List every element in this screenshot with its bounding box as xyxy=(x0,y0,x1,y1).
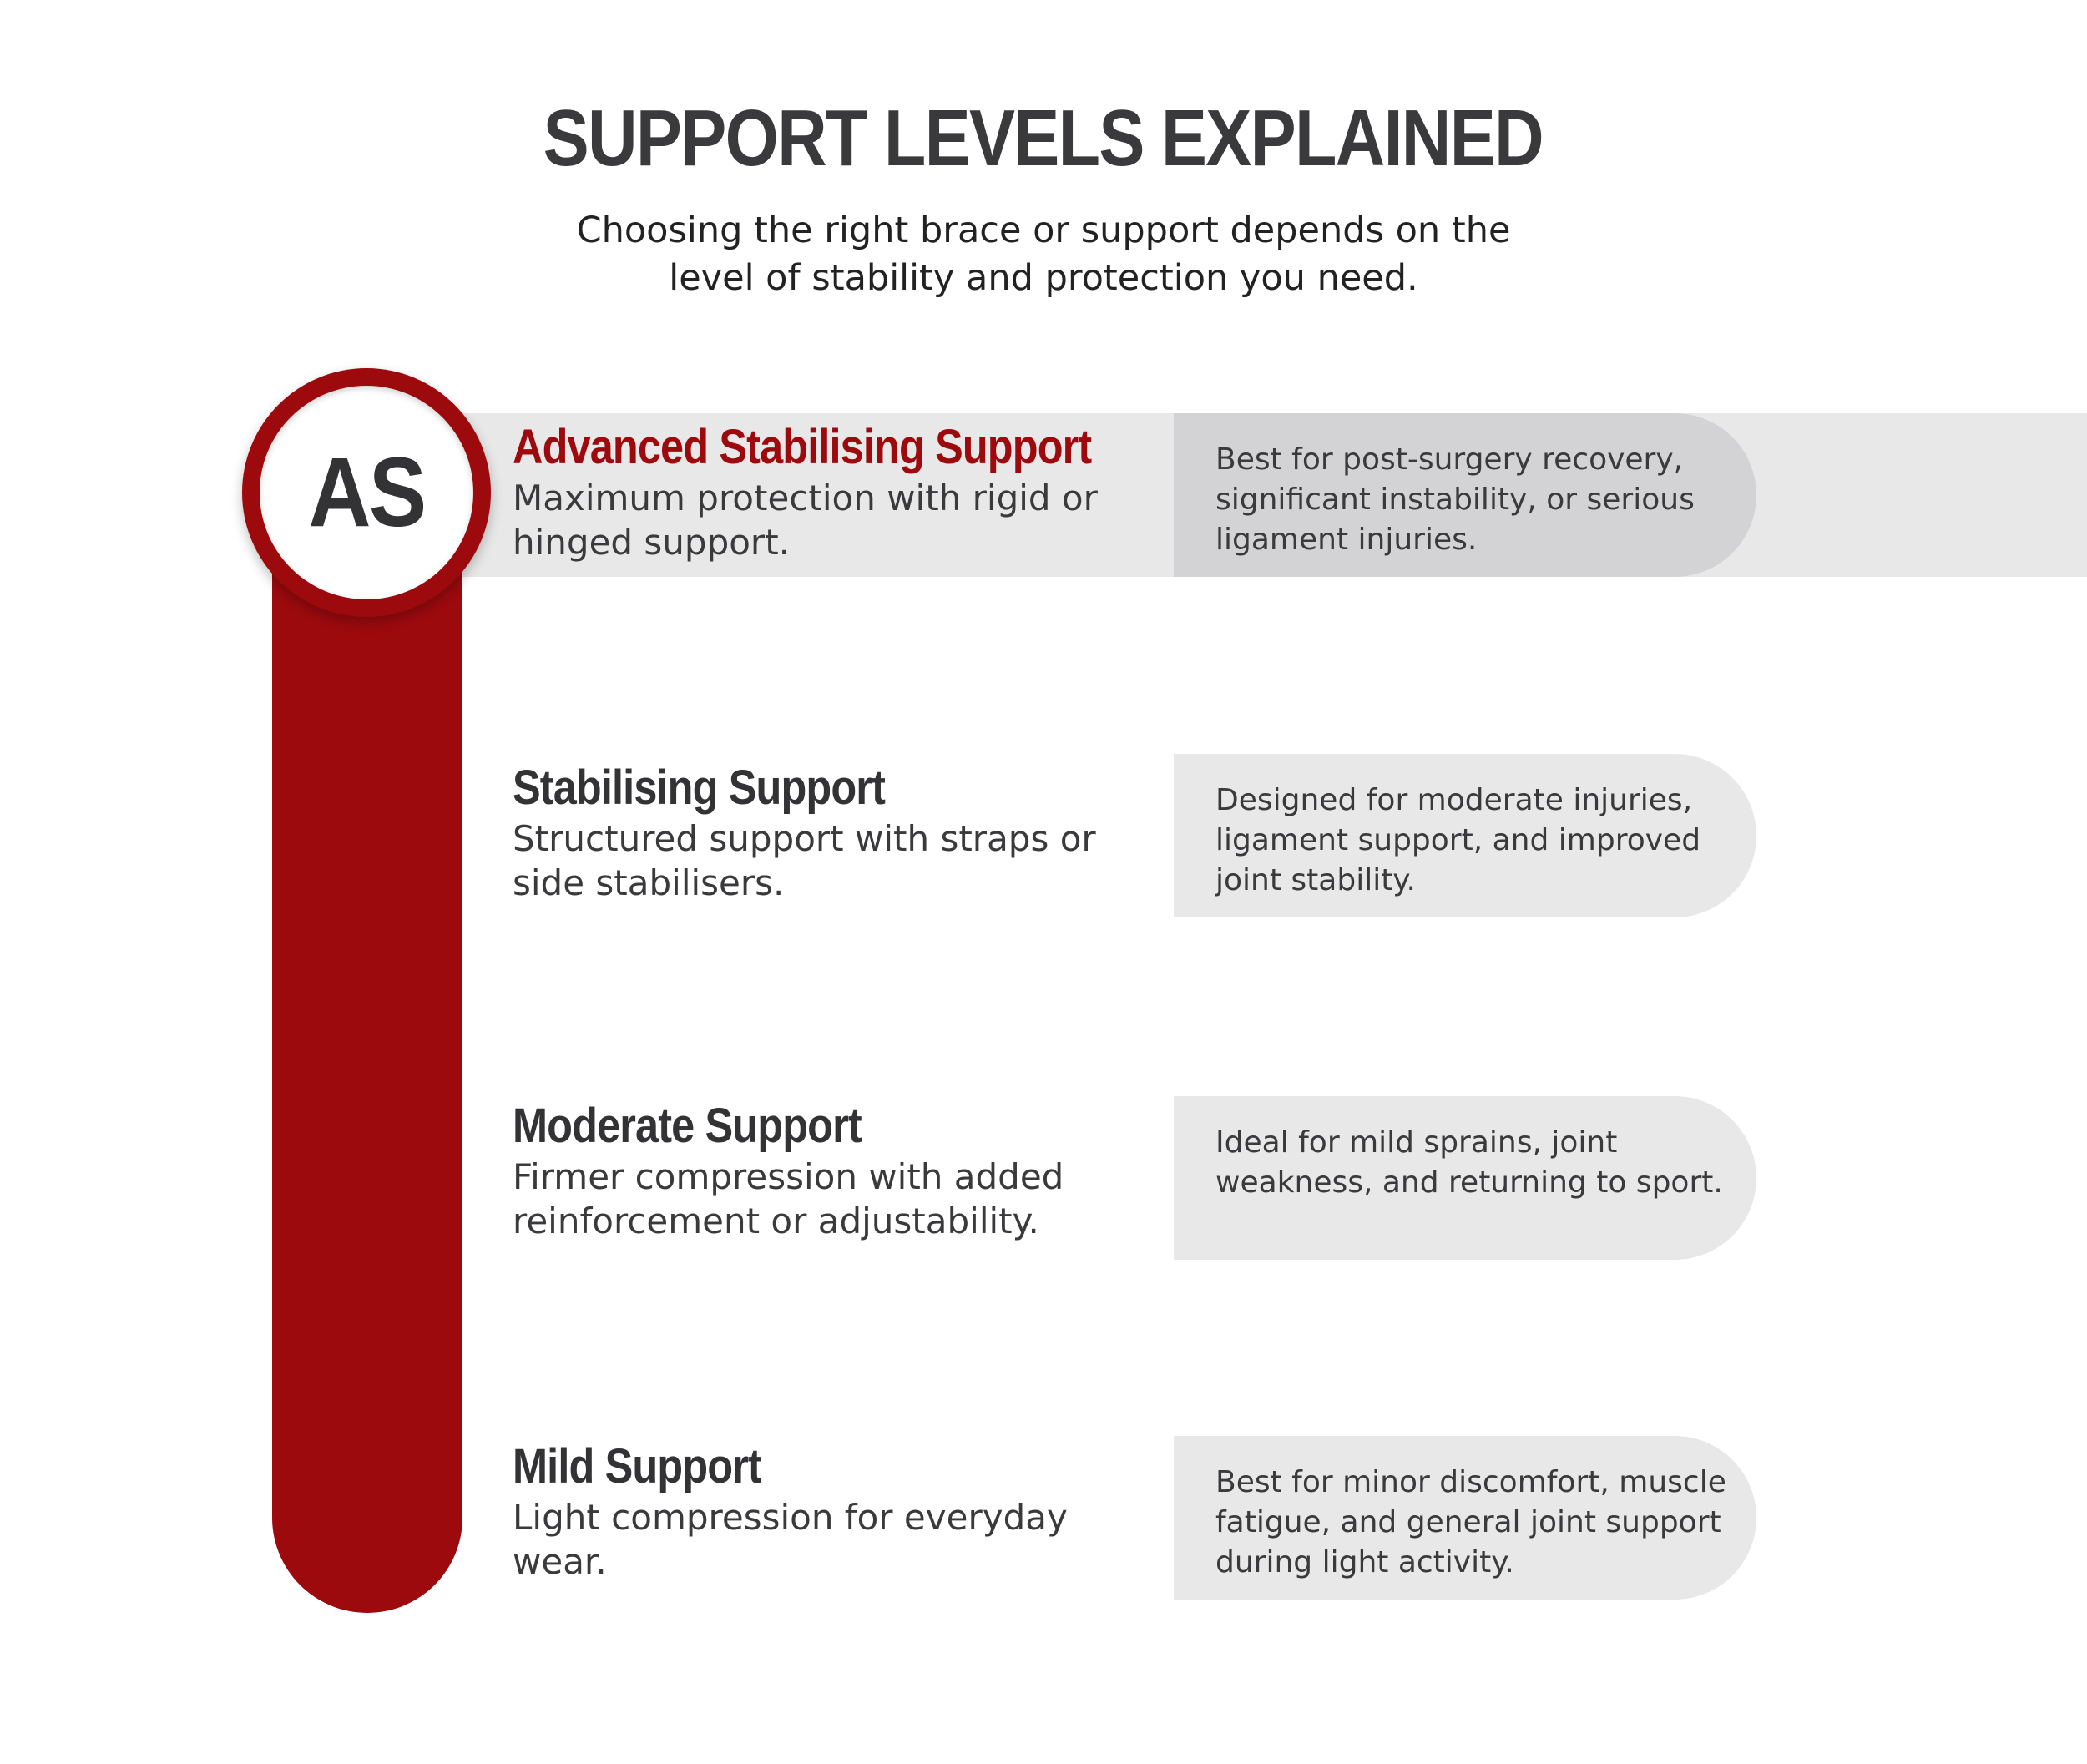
support-level-scale-bar xyxy=(272,543,462,1613)
use-case-text: Best for post-surgery recovery, signific… xyxy=(1215,442,1695,557)
level-title-moderate: Moderate Support xyxy=(513,1099,862,1153)
subtitle-line-1: Choosing the right brace or support depe… xyxy=(576,210,1511,251)
level-title-mild: Mild Support xyxy=(513,1439,762,1494)
level-badge-inner: AS xyxy=(260,386,473,599)
subtitle-line-2: level of stability and protection you ne… xyxy=(669,257,1418,299)
use-case-text: Best for minor discomfort, muscle fatigu… xyxy=(1215,1465,1726,1580)
level-description-mild: Light compression for everyday wear. xyxy=(513,1497,1068,1582)
level-badge-label: AS xyxy=(308,437,427,548)
level-use-case-advanced-stabilising: Best for post-surgery recovery, signific… xyxy=(1174,413,1756,577)
page-title: SUPPORT LEVELS EXPLAINED xyxy=(543,94,1544,183)
level-badge: AS xyxy=(242,368,491,617)
level-title-stabilising: Stabilising Support xyxy=(513,761,886,815)
level-title-advanced-stabilising: Advanced Stabilising Support xyxy=(513,420,1092,474)
page-subtitle: Choosing the right brace or support depe… xyxy=(543,207,1544,302)
level-use-case-mild: Best for minor discomfort, muscle fatigu… xyxy=(1174,1436,1756,1600)
use-case-text: Designed for moderate injuries, ligament… xyxy=(1215,783,1701,897)
level-description-advanced-stabilising: Maximum protection with rigid or hinged … xyxy=(513,478,1098,563)
level-description-moderate: Firmer compression with added reinforcem… xyxy=(513,1156,1064,1241)
level-use-case-stabilising: Designed for moderate injuries, ligament… xyxy=(1174,754,1756,917)
level-description-stabilising: Structured support with straps or side s… xyxy=(513,818,1096,903)
level-use-case-moderate: Ideal for mild sprains, joint weakness, … xyxy=(1174,1096,1756,1260)
use-case-text: Ideal for mild sprains, joint weakness, … xyxy=(1215,1125,1723,1200)
